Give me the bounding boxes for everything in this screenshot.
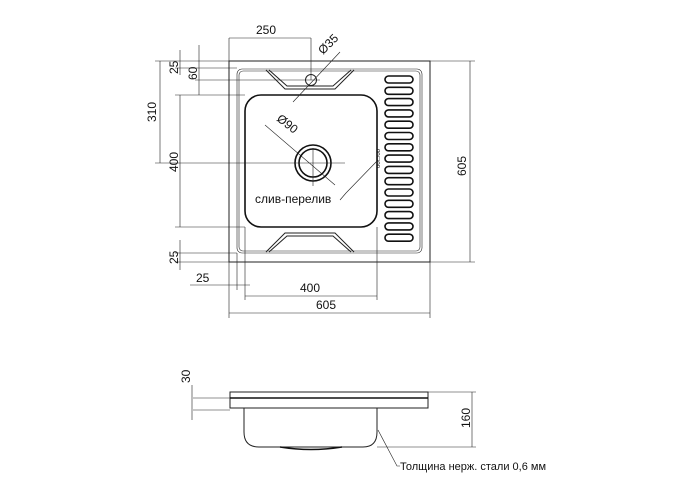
drainboard-groove: [384, 199, 414, 209]
dim-400-width: 400: [300, 281, 320, 295]
drainboard-groove: [384, 75, 414, 84]
dim-25-bottom: 25: [167, 250, 181, 264]
dim-605-height: 605: [455, 156, 469, 176]
steel-thickness-note: Толщина нерж. стали 0,6 мм: [400, 461, 546, 473]
tap-diameter-label: Ø35: [315, 31, 341, 57]
drain-diameter-label: Ø90: [274, 111, 301, 136]
drainboard-groove: [384, 109, 414, 118]
bowl-profile: [243, 408, 378, 448]
top-ridge: [265, 69, 355, 90]
drainboard-groove: [384, 120, 414, 129]
overflow-icon: oo▭oo: [376, 148, 382, 168]
dim-25-left: 25: [196, 271, 210, 285]
dim-605-width: 605: [316, 298, 336, 312]
top-view: oo▭oo слив-перелив Ø90 Ø35 250 605 605 4…: [145, 23, 475, 318]
drainboard-groove: [384, 154, 414, 163]
sink-flange: [236, 68, 423, 254]
drainboard-groove: [384, 188, 414, 197]
drainboard-groove: [384, 176, 414, 186]
drainboard-grooves: [384, 75, 414, 242]
drainboard-groove: [384, 131, 414, 141]
dim-160: 160: [459, 408, 473, 428]
drainboard-groove: [384, 210, 414, 220]
overflow-label: слив-перелив: [255, 192, 331, 206]
drainboard-groove: [384, 143, 414, 152]
sink-rim: [229, 391, 429, 409]
side-view: 30 160 Толщина нерж. стали 0,6 мм: [179, 369, 546, 473]
dim-250: 250: [256, 23, 276, 37]
dim-400-length: 400: [167, 152, 181, 172]
drainboard-groove: [384, 222, 414, 231]
drainboard-groove: [384, 233, 414, 242]
drainboard-groove: [384, 97, 414, 107]
dim-60: 60: [186, 66, 200, 80]
drainboard-groove: [384, 86, 414, 96]
bowl: [244, 94, 378, 228]
drainboard-groove: [384, 165, 414, 175]
dim-310: 310: [145, 102, 159, 122]
bottom-ridge: [265, 232, 355, 253]
dim-30: 30: [179, 369, 193, 383]
drain-profile: [279, 446, 343, 451]
dim-25-top: 25: [167, 60, 181, 74]
